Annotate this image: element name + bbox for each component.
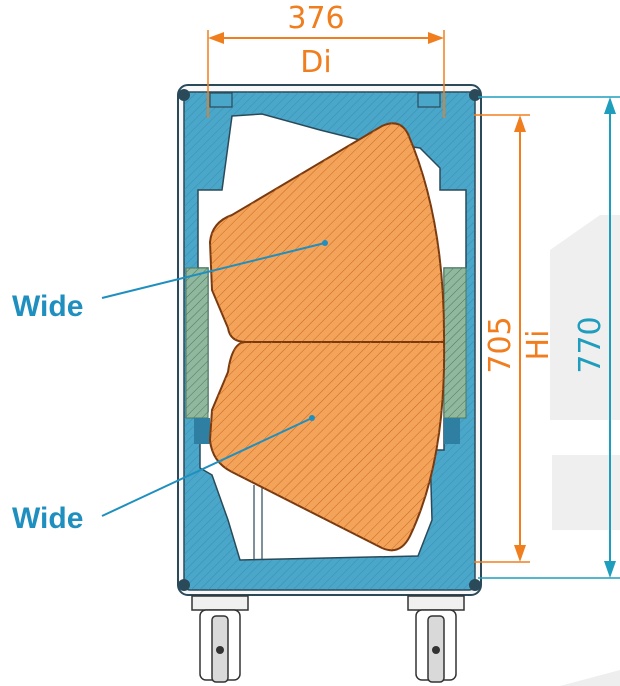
outer-height-value: 770: [573, 316, 608, 373]
lower-tray: [208, 341, 446, 552]
callout-lower: Wide: [12, 415, 315, 535]
callout-upper: Wide: [12, 240, 328, 323]
caster-wheel-icon: [407, 595, 465, 683]
side-rails: [185, 267, 467, 444]
width-dimension: 376 Di: [207, 1, 445, 118]
inner-height-dimension: 705 Hi: [474, 114, 556, 563]
background-shapes: [550, 215, 620, 686]
callout-label-upper: Wide: [12, 290, 83, 323]
inner-height-name: Hi: [521, 330, 556, 361]
width-value: 376: [287, 1, 344, 36]
width-name: Di: [300, 45, 331, 80]
caster-wheel-icon: [191, 595, 249, 683]
outer-height-dimension: 770: [478, 96, 620, 579]
inner-height-value: 705: [483, 316, 518, 373]
callout-label-lower: Wide: [12, 502, 83, 535]
upper-tray: [208, 122, 446, 343]
